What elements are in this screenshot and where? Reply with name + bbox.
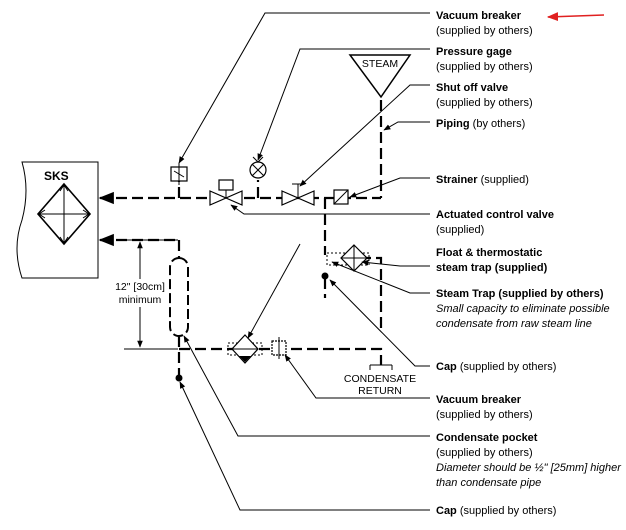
callout-labels: Vacuum breaker (supplied by others) Pres… bbox=[436, 10, 622, 517]
sks-unit: SKS bbox=[16, 161, 99, 279]
shut-off-valve-title: Shut off valve bbox=[436, 82, 508, 94]
sks-heat-exchanger-icon bbox=[36, 182, 92, 246]
strainer-icon bbox=[333, 189, 349, 205]
condensate-return: CONDENSATE RETURN bbox=[344, 364, 416, 397]
vacuum-breaker-note: (supplied by others) bbox=[436, 25, 533, 37]
dimension-marker: 12" [30cm] minimum bbox=[108, 239, 178, 350]
vacuum-breaker-lower-icon bbox=[271, 337, 287, 359]
leader-lines bbox=[178, 12, 430, 511]
piping-callout: Piping (by others) bbox=[436, 118, 525, 130]
condensate-label: CONDENSATE bbox=[344, 373, 416, 385]
piping-title: Piping bbox=[436, 118, 470, 130]
condensate-pocket-note: (supplied by others) bbox=[436, 447, 533, 459]
piping-note: (by others) bbox=[470, 118, 526, 130]
steam-trap-desc-2: condensate from raw steam line bbox=[436, 318, 592, 330]
float-trap-title-1: Float & thermostatic bbox=[436, 247, 542, 259]
dimension-value: 12" [30cm] bbox=[115, 281, 165, 293]
sks-label: SKS bbox=[44, 169, 69, 183]
shut-off-valve-note: (supplied by others) bbox=[436, 97, 533, 109]
cap-mid-note: (supplied by others) bbox=[457, 361, 557, 373]
cap-bottom-callout: Cap (supplied by others) bbox=[436, 505, 556, 517]
steam-trap-desc-1: Small capacity to eliminate possible bbox=[436, 303, 610, 315]
strainer-note: (supplied) bbox=[478, 174, 529, 186]
cap-dot-bottom-icon bbox=[175, 374, 183, 382]
return-label: RETURN bbox=[358, 385, 402, 397]
cap-dot-icon bbox=[321, 272, 329, 280]
shut-off-valve-icon bbox=[281, 183, 315, 206]
actuated-control-valve-icon bbox=[209, 179, 243, 206]
pressure-gage-note: (supplied by others) bbox=[436, 61, 533, 73]
cap-bottom-note: (supplied by others) bbox=[457, 505, 557, 517]
vacuum-breaker-title: Vacuum breaker bbox=[436, 10, 522, 22]
condensate-pocket-icon bbox=[169, 257, 189, 337]
float-thermostatic-trap-icon bbox=[326, 244, 370, 272]
pressure-gage-title: Pressure gage bbox=[436, 46, 512, 58]
steam-inlet: STEAM bbox=[348, 54, 412, 99]
vacuum-breaker-bottom-note: (supplied by others) bbox=[436, 409, 533, 421]
cap-mid-callout: Cap (supplied by others) bbox=[436, 361, 556, 373]
red-annotation-arrow-icon bbox=[546, 12, 605, 22]
vacuum-breaker-icon bbox=[170, 163, 188, 185]
condensate-pocket-title: Condensate pocket bbox=[436, 432, 538, 444]
actuated-valve-note: (supplied) bbox=[436, 224, 484, 236]
dimension-note: minimum bbox=[119, 294, 162, 306]
steam-label: STEAM bbox=[362, 58, 398, 70]
pressure-gage-icon bbox=[249, 156, 267, 179]
condensate-pocket-desc-2: than condensate pipe bbox=[436, 477, 541, 489]
condensate-pocket-desc-1: Diameter should be ½" [25mm] higher bbox=[436, 462, 622, 474]
steam-trap-title: Steam Trap (supplied by others) bbox=[436, 288, 604, 300]
actuated-valve-title: Actuated control valve bbox=[436, 209, 554, 221]
cap-bottom-title: Cap bbox=[436, 505, 457, 517]
strainer-callout: Strainer (supplied) bbox=[436, 174, 529, 186]
float-trap-lower-icon bbox=[227, 334, 263, 364]
strainer-title: Strainer bbox=[436, 174, 478, 186]
float-trap-title-2: steam trap (supplied) bbox=[436, 262, 548, 274]
cap-mid-title: Cap bbox=[436, 361, 457, 373]
vacuum-breaker-bottom-title: Vacuum breaker bbox=[436, 394, 522, 406]
